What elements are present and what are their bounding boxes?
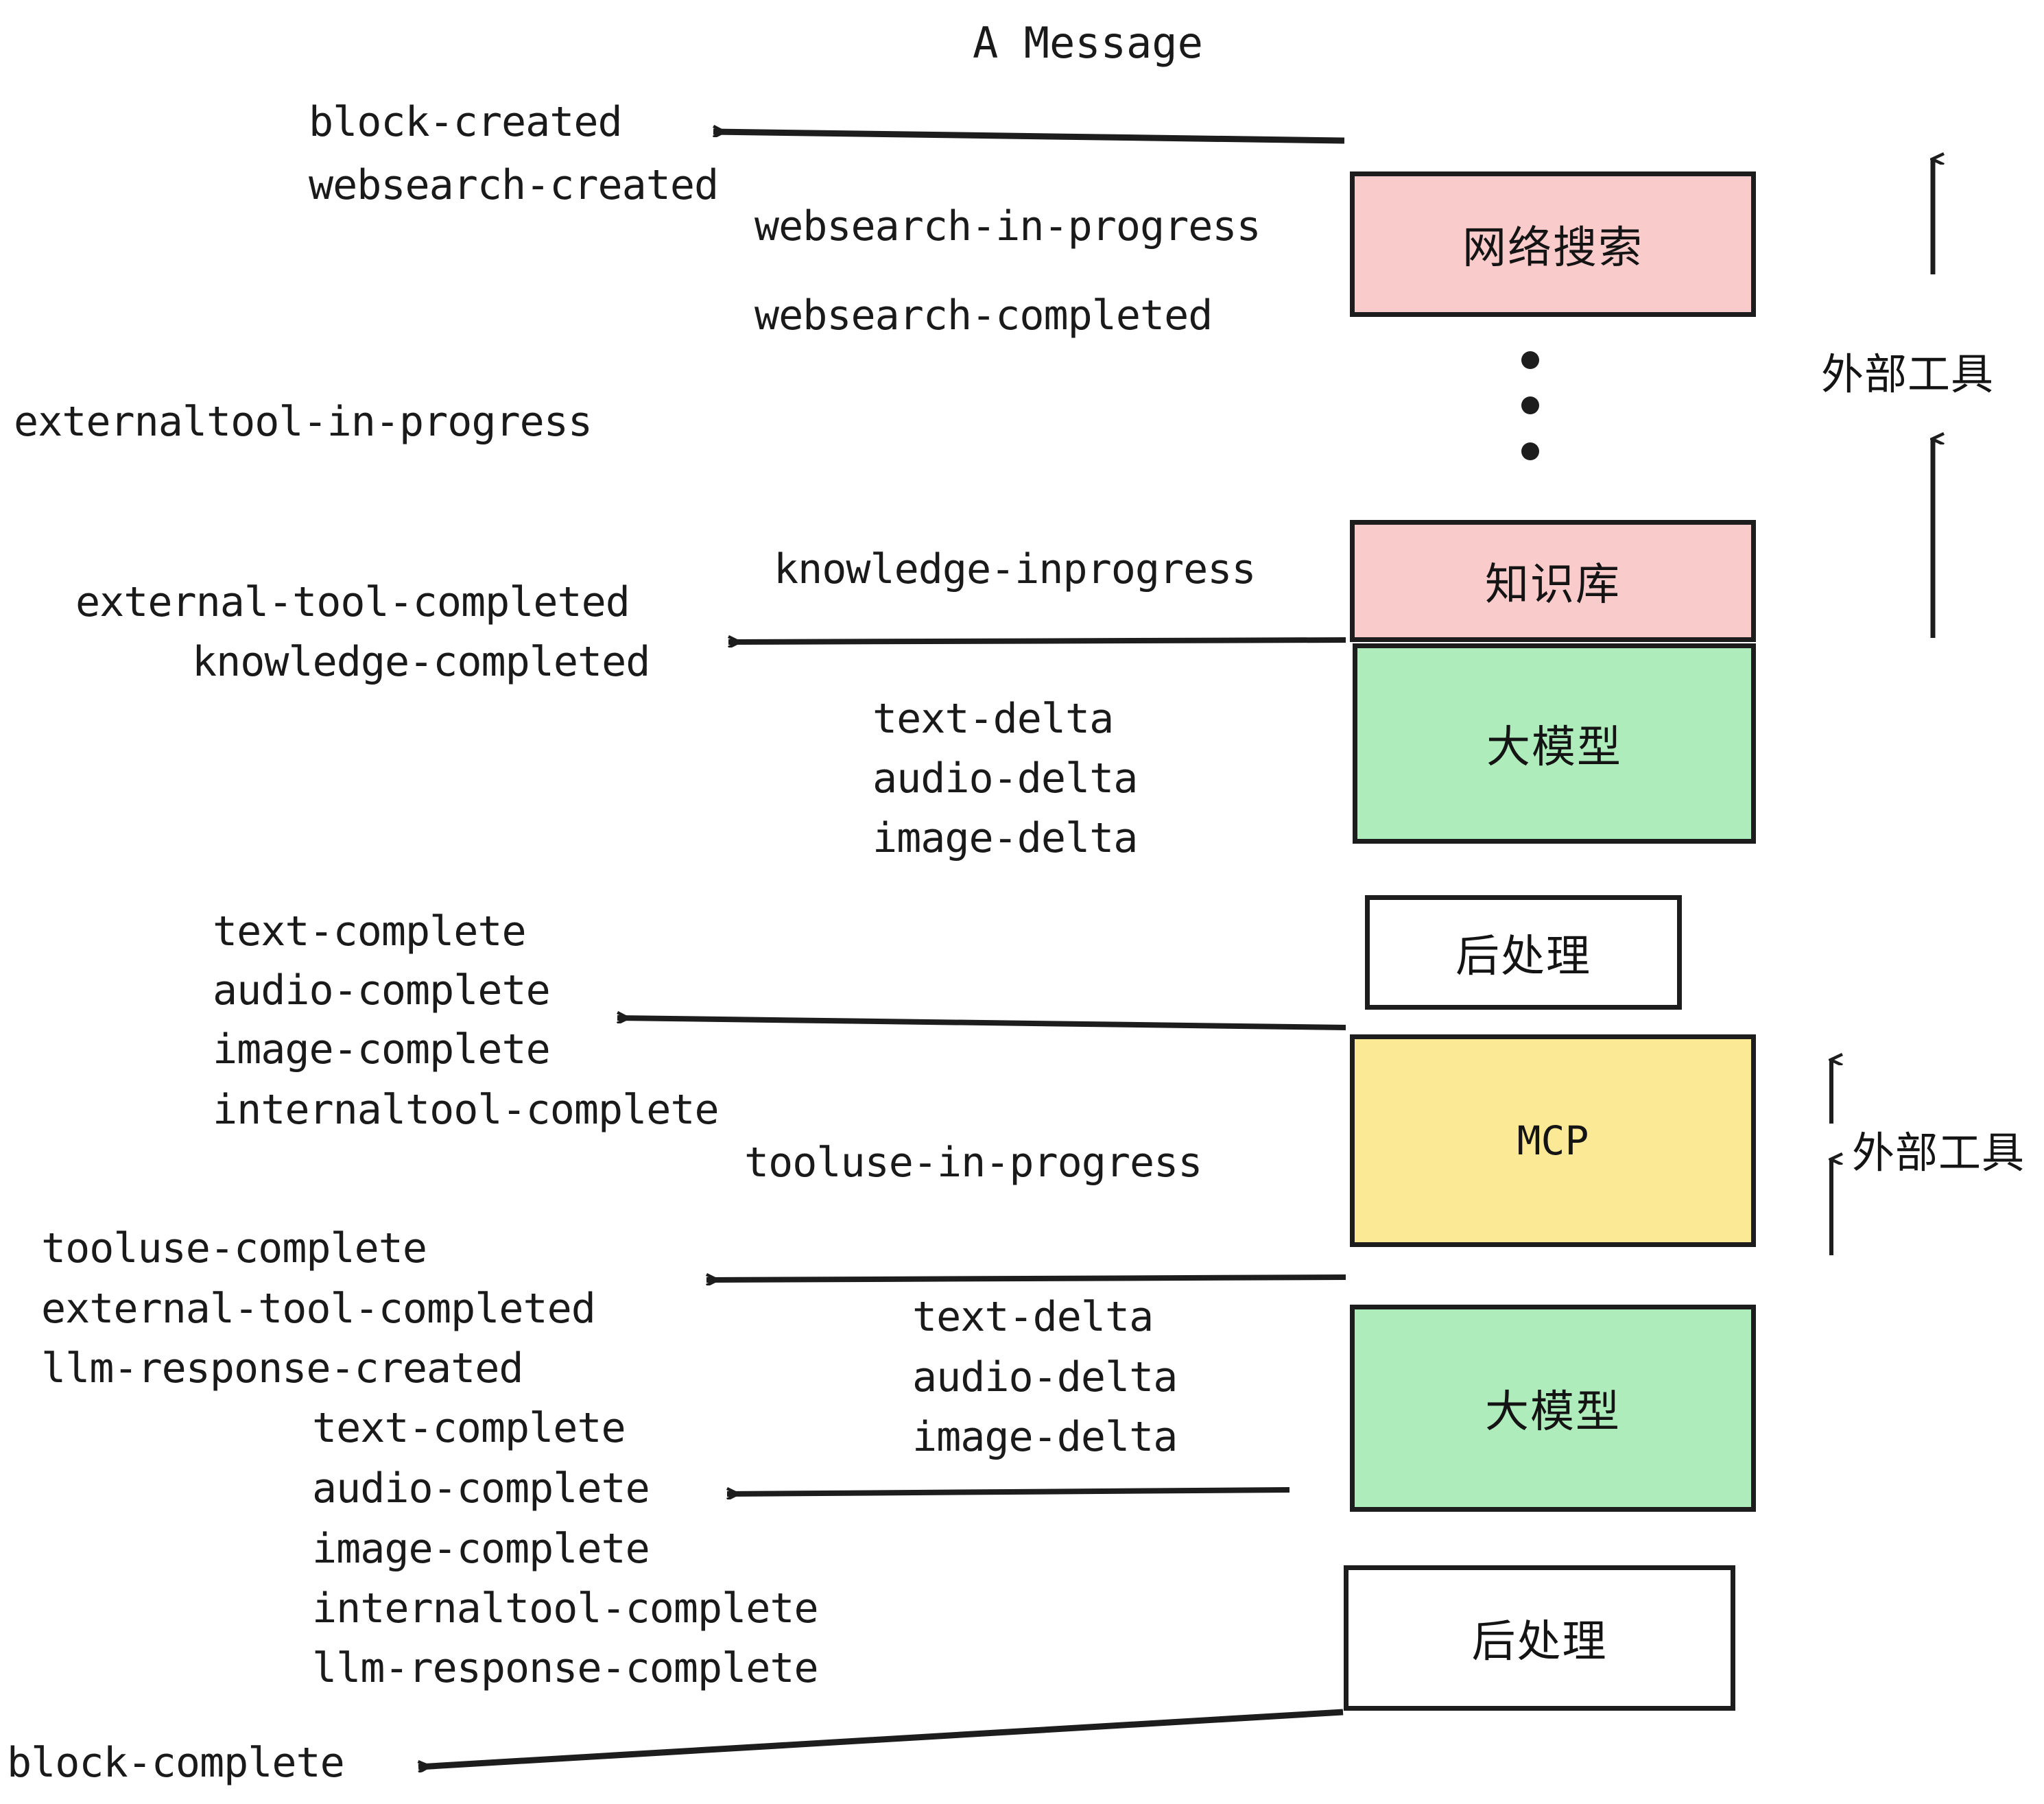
arrow-mcp-to-tooluse-complete xyxy=(706,1277,1346,1280)
label-external-tools-top: 外部工具 xyxy=(1821,349,1995,399)
event-audio-delta-2: audio-delta xyxy=(912,1353,1178,1401)
arrow-postprocess-to-image-complete xyxy=(617,1018,1346,1030)
box-websearch-label: 网络搜索 xyxy=(1462,223,1643,274)
box-llm-bottom-label: 大模型 xyxy=(1485,1387,1621,1438)
event-text-complete-2: text-complete xyxy=(312,1404,626,1452)
event-websearch-completed: websearch-completed xyxy=(754,292,1213,340)
arrow-knowledge-to-completed xyxy=(728,640,1346,642)
box-mcp[interactable]: MCP xyxy=(1350,1034,1756,1247)
ellipsis-dot-3 xyxy=(1521,442,1539,460)
event-tooluse-complete: tooluse-complete xyxy=(41,1224,427,1272)
event-tooluse-in-progress: tooluse-in-progress xyxy=(744,1139,1202,1187)
box-postprocess-top-label: 后处理 xyxy=(1455,931,1591,982)
arrow-llm-to-audio-complete xyxy=(727,1490,1290,1494)
event-image-complete-1: image-complete xyxy=(213,1025,551,1073)
event-knowledge-completed: knowledge-completed xyxy=(192,638,650,686)
page-title: A Message xyxy=(973,18,1203,68)
event-external-tool-completed-2: external-tool-completed xyxy=(41,1285,596,1333)
box-websearch[interactable]: 网络搜索 xyxy=(1350,171,1756,317)
box-postprocess-bottom-label: 后处理 xyxy=(1471,1617,1608,1667)
box-llm-bottom[interactable]: 大模型 xyxy=(1350,1305,1756,1512)
arrow-websearch-to-block-created xyxy=(713,132,1345,144)
event-externaltool-in-progress: externaltool-in-progress xyxy=(14,398,593,446)
event-internaltool-complete-1: internaltool-complete xyxy=(213,1086,720,1134)
event-llm-response-complete: llm-response-complete xyxy=(312,1644,819,1692)
event-image-complete-2: image-complete xyxy=(312,1525,650,1573)
event-websearch-in-progress: websearch-in-progress xyxy=(754,202,1261,250)
event-text-delta-1: text-delta xyxy=(872,695,1114,743)
box-llm-top[interactable]: 大模型 xyxy=(1353,643,1756,844)
arrow-postprocess-to-block-complete xyxy=(418,1709,1344,1767)
event-audio-complete-2: audio-complete xyxy=(312,1464,650,1512)
event-websearch-created: websearch-created xyxy=(309,161,719,209)
event-external-tool-completed-1: external-tool-completed xyxy=(75,578,630,626)
event-internaltool-complete-2: internaltool-complete xyxy=(312,1585,819,1633)
label-external-tools-bottom: 外部工具 xyxy=(1852,1128,2025,1178)
event-text-delta-2: text-delta xyxy=(912,1293,1154,1341)
box-knowledge[interactable]: 知识库 xyxy=(1350,520,1756,642)
event-llm-response-created: llm-response-created xyxy=(41,1344,523,1392)
box-mcp-label: MCP xyxy=(1517,1117,1589,1164)
event-audio-complete-1: audio-complete xyxy=(213,966,551,1014)
ellipsis-dot-1 xyxy=(1521,351,1539,369)
event-text-complete-1: text-complete xyxy=(213,907,527,956)
ellipsis-dot-2 xyxy=(1521,396,1539,414)
box-llm-top-label: 大模型 xyxy=(1486,722,1622,773)
box-postprocess-top[interactable]: 后处理 xyxy=(1365,895,1682,1010)
event-image-delta-1: image-delta xyxy=(872,814,1138,862)
event-knowledge-inprogress: knowledge-inprogress xyxy=(774,545,1256,593)
event-audio-delta-1: audio-delta xyxy=(872,755,1138,803)
box-postprocess-bottom[interactable]: 后处理 xyxy=(1344,1565,1735,1711)
event-image-delta-2: image-delta xyxy=(912,1413,1178,1461)
event-block-created: block-created xyxy=(309,98,623,146)
box-knowledge-label: 知识库 xyxy=(1485,560,1621,610)
event-block-complete: block-complete xyxy=(7,1739,345,1787)
